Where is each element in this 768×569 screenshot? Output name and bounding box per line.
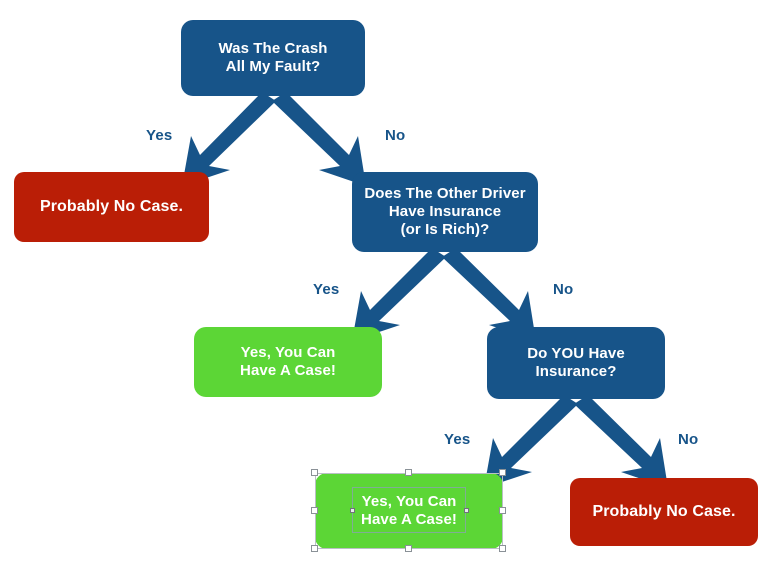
arrow-q3-to-probably-no-case-2 [574,395,668,488]
edge-label-no-2: No [553,281,574,298]
text-handle-right[interactable] [464,508,469,513]
edge-label-yes-1: Yes [146,127,173,144]
handle-bottom-left[interactable] [311,545,318,552]
node-question-you-have-insurance[interactable]: Do YOU Have Insurance? [487,327,665,399]
node-outcome-yes-case-1[interactable]: Yes, You Can Have A Case! [194,327,382,397]
node-outcome-no-case-1[interactable]: Probably No Case. [14,172,209,242]
handle-middle-right[interactable] [499,507,506,514]
handle-bottom-right[interactable] [499,545,506,552]
arrow-group [182,92,668,488]
handle-middle-left[interactable] [311,507,318,514]
node-question-fault[interactable]: Was The Crash All My Fault? [181,20,365,96]
handle-top-right[interactable] [499,469,506,476]
node-outcome-yes-case-2-selected[interactable]: Yes, You Can Have A Case! [315,473,503,549]
edge-label-no-3: No [678,431,699,448]
edge-label-yes-2: Yes [313,281,340,298]
text-handle-left[interactable] [350,508,355,513]
node-outcome-no-case-2[interactable]: Probably No Case. [570,478,758,546]
node-question-other-driver-insurance[interactable]: Does The Other Driver Have Insurance (or… [352,172,538,252]
handle-top-center[interactable] [405,469,412,476]
handle-bottom-center[interactable] [405,545,412,552]
edge-label-no-1: No [385,127,406,144]
handle-top-left[interactable] [311,469,318,476]
arrow-q1-to-does-other-driver [272,92,366,186]
edge-label-yes-3: Yes [444,431,471,448]
